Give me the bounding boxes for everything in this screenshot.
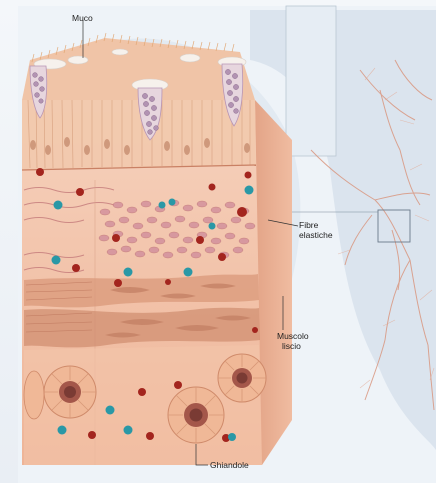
trachea [286,6,336,156]
label-fibre-line1: Fibre [299,220,319,230]
label-ghiandole: Ghiandole [210,460,249,470]
label-muscolo-line2: liscio [282,341,301,351]
label-muco: Muco [72,13,93,23]
label-muscolo-line1: Muscolo [277,331,309,341]
label-fibre-line2: elastiche [299,230,333,240]
